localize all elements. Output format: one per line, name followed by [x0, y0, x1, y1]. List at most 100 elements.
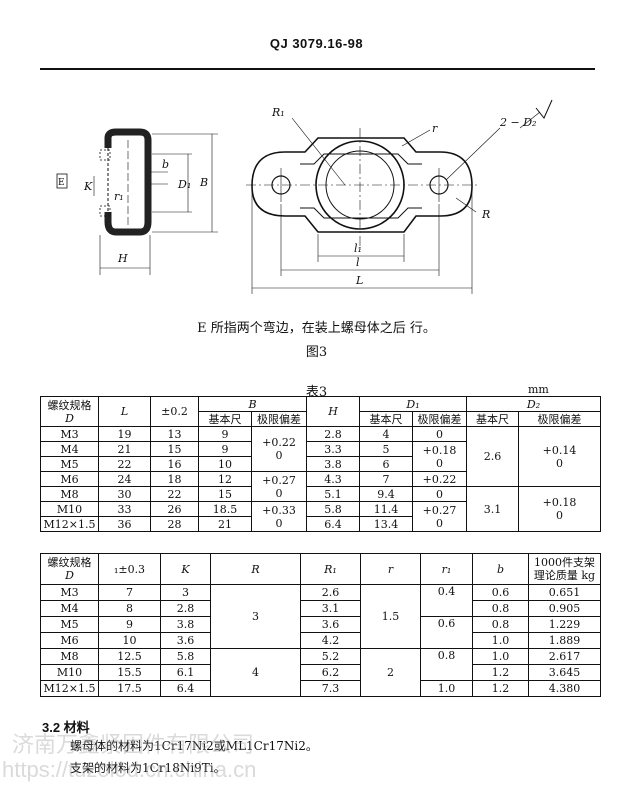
- table-cell: 18.5: [198, 501, 252, 517]
- table-cell: 极限偏差: [411, 411, 468, 427]
- table-cell: M3: [40, 426, 99, 442]
- table-cell: 9.4: [359, 486, 413, 502]
- label-b: b: [162, 158, 169, 171]
- table-cell: M3: [40, 584, 99, 601]
- table-cell: 4.3: [306, 471, 360, 487]
- header-B: B: [198, 396, 307, 412]
- label-K: K: [83, 180, 93, 193]
- table-cell: 18: [150, 471, 199, 487]
- header-pm: ±0.2: [150, 396, 199, 427]
- table-cell: M4: [40, 441, 99, 457]
- table-cell: 极限偏差: [251, 411, 307, 427]
- table-cell: 15: [198, 486, 252, 502]
- table-cell: 1.2: [472, 680, 529, 697]
- header-L: L: [98, 396, 151, 427]
- table-cell: 36: [98, 516, 151, 532]
- table-cell: 2.6: [300, 584, 361, 601]
- material-paragraph-2: 支架的材料为1Cr18Ni9Ti。: [70, 761, 226, 775]
- label-E: E: [58, 178, 65, 188]
- table-cell: 26: [150, 501, 199, 517]
- table-cell: 1.5: [360, 584, 421, 649]
- table-cell: 6.2: [300, 664, 361, 681]
- label-l: l: [356, 256, 360, 269]
- label-r1: r₁: [114, 190, 124, 203]
- table-cell: 0.651: [528, 584, 601, 601]
- table-cell: 3.1: [300, 600, 361, 617]
- table-cell: 8: [98, 600, 161, 617]
- table-cell: 33: [98, 501, 151, 517]
- table-cell: 16: [150, 456, 199, 472]
- table-cell: 1.0: [472, 632, 529, 649]
- table-cell: M6: [40, 632, 99, 649]
- table-cell: 9: [98, 616, 161, 633]
- header-rule: [40, 68, 595, 70]
- watermark-company: 济南万鑫紧固件有限公司: [12, 732, 255, 757]
- table-cell: 2.8: [306, 426, 360, 442]
- table-cell: 6.4: [306, 516, 360, 532]
- table-cell: 1.889: [528, 632, 601, 649]
- table-cell: M12×1.5: [40, 680, 99, 697]
- table-cell: 0.8: [472, 600, 529, 617]
- table-cell: 22: [98, 456, 151, 472]
- table-cell: M6: [40, 471, 99, 487]
- label-2-D2: 2 − D₂: [499, 116, 536, 129]
- table-cell: 4: [359, 426, 413, 442]
- table-cell: 9: [198, 426, 252, 442]
- table-cell: 2.6: [466, 426, 520, 487]
- table-cell: 1.229: [528, 616, 601, 633]
- label-L: L: [355, 274, 363, 287]
- table-cell: 24: [98, 471, 151, 487]
- header-H: H: [306, 396, 360, 427]
- table-cell: 0.8: [420, 648, 473, 681]
- table-cell: 12: [198, 471, 252, 487]
- table-cell: M8: [40, 648, 99, 665]
- table-cell: 0.6: [420, 616, 473, 649]
- table-cell: 3: [160, 584, 211, 601]
- figure-note: E 所指两个弯边，在装上螺母体之后 行。: [197, 321, 436, 336]
- header-r1: r₁: [420, 553, 473, 585]
- table-cell: 0: [411, 486, 468, 502]
- table-cell: M8: [40, 486, 99, 502]
- table-cell: 3.8: [306, 456, 360, 472]
- table-cell: 极限偏差: [518, 411, 602, 427]
- label-D1: D₁: [177, 178, 191, 191]
- label-H: H: [117, 252, 128, 265]
- table-cell: 21: [98, 441, 151, 457]
- header-R1: R₁: [300, 553, 361, 585]
- document-code: QJ 3079.16-98: [269, 36, 364, 51]
- table-cell: 基本尺: [359, 411, 413, 427]
- material-paragraph-1: 螺母体的材料为1Cr17Ni2或ML1Cr17Ni2。: [70, 739, 318, 753]
- table-cell: 5: [359, 441, 413, 457]
- table-cell: M4: [40, 600, 99, 617]
- table-cell: 19: [98, 426, 151, 442]
- table-cell: M12×1.5: [40, 516, 99, 532]
- header-b: b: [472, 553, 529, 585]
- table-cell: M10: [40, 501, 99, 517]
- table-cell: 0.6: [472, 584, 529, 601]
- header-D2: D₂: [466, 396, 602, 412]
- table-cell: 5.8: [160, 648, 211, 665]
- table-cell: 7: [359, 471, 413, 487]
- table-cell: 0: [411, 426, 468, 442]
- label-B: B: [199, 176, 208, 189]
- table-cell: 13.4: [359, 516, 413, 532]
- table-cell: 基本尺: [198, 411, 252, 427]
- table-cell: 0.905: [528, 600, 601, 617]
- label-r: r: [432, 122, 438, 135]
- table-cell: 12.5: [98, 648, 161, 665]
- table-cell: 5.8: [306, 501, 360, 517]
- table-cell: 0.8: [472, 616, 529, 633]
- table-cell: 3.6: [160, 632, 211, 649]
